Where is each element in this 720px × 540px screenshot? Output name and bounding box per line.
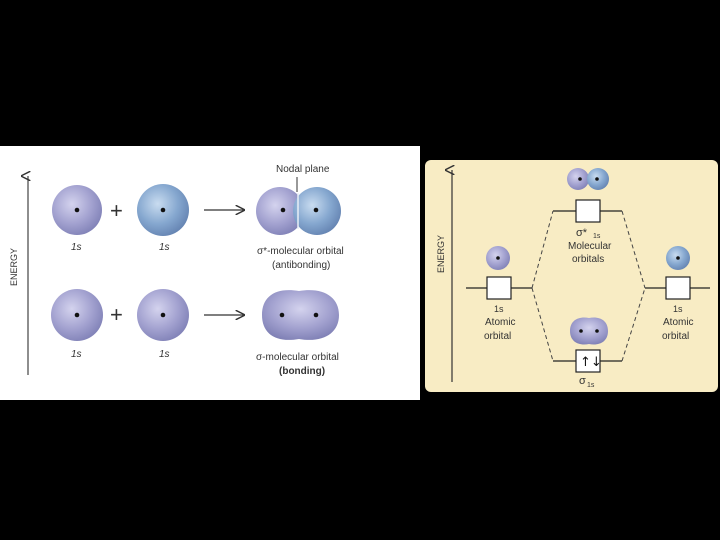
right-atomic-nucleus	[676, 256, 680, 260]
left-panel	[0, 146, 420, 400]
molecular-orbitals-label-line1: Molecular	[568, 241, 612, 252]
top-right-1s-label: 1s	[159, 242, 170, 253]
top-left-1s-label: 1s	[71, 242, 82, 253]
top-right-nucleus	[160, 207, 166, 213]
antibonding-label-line1: σ*-molecular orbital	[257, 246, 344, 257]
bonding-left-nucleus	[279, 312, 285, 318]
bottom-left-nucleus	[74, 312, 80, 318]
antibonding-right-nucleus	[313, 207, 319, 213]
molecular-orbitals-label-line2: orbitals	[572, 254, 604, 265]
left-atomic-label-line1: 1s	[494, 304, 504, 314]
sigma-bonding-right-nucleus	[595, 329, 599, 333]
right-panel	[425, 160, 718, 392]
top-left-nucleus	[74, 207, 80, 213]
right-atomic-label-line2: Atomic	[663, 317, 694, 328]
antibonding-left-nucleus	[280, 207, 286, 213]
sigma-star-orbital-box	[575, 199, 601, 223]
sigma-bonding-orbital-shape	[570, 317, 608, 345]
bonding-electron-pair: ↑↓	[580, 355, 602, 370]
bottom-plus-sign: +	[110, 302, 123, 327]
sigma-star-left-nucleus	[578, 177, 582, 181]
correlation-lines	[531, 210, 646, 362]
bottom-right-1s-label: 1s	[159, 349, 170, 360]
bonding-orbital-shape	[262, 290, 339, 340]
sigma-subscript: 1s	[587, 382, 595, 389]
right-atomic-label-line1: 1s	[673, 304, 683, 314]
sigma-star-right-nucleus	[595, 177, 599, 181]
bonding-right-nucleus	[313, 312, 319, 318]
left-energy-axis-label: ENERGY	[9, 248, 19, 286]
top-plus-sign: +	[110, 198, 123, 223]
antibonding-label-line2: (antibonding)	[272, 260, 330, 271]
bonding-label-line1: σ-molecular orbital	[256, 352, 339, 363]
left-atomic-orbital-box	[486, 276, 512, 300]
sigma-label: σ	[579, 375, 586, 387]
bottom-right-nucleus	[160, 312, 166, 318]
sigma-star-subscript: 1s	[593, 233, 601, 240]
left-atomic-nucleus	[496, 256, 500, 260]
nodal-plane-label: Nodal plane	[276, 164, 330, 175]
bonding-label-line2: (bonding)	[279, 366, 325, 377]
right-atomic-label-line3: orbital	[662, 331, 689, 342]
left-atomic-label-line2: Atomic	[485, 317, 516, 328]
sigma-star-label: σ*	[576, 227, 588, 239]
left-atomic-label-line3: orbital	[484, 331, 511, 342]
right-atomic-orbital-box	[665, 276, 691, 300]
bottom-left-1s-label: 1s	[71, 349, 82, 360]
antibonding-left-lobe	[256, 187, 304, 235]
sigma-bonding-left-nucleus	[579, 329, 583, 333]
sigma-star-left-lobe	[567, 168, 589, 190]
right-energy-axis-label: ENERGY	[436, 235, 446, 273]
